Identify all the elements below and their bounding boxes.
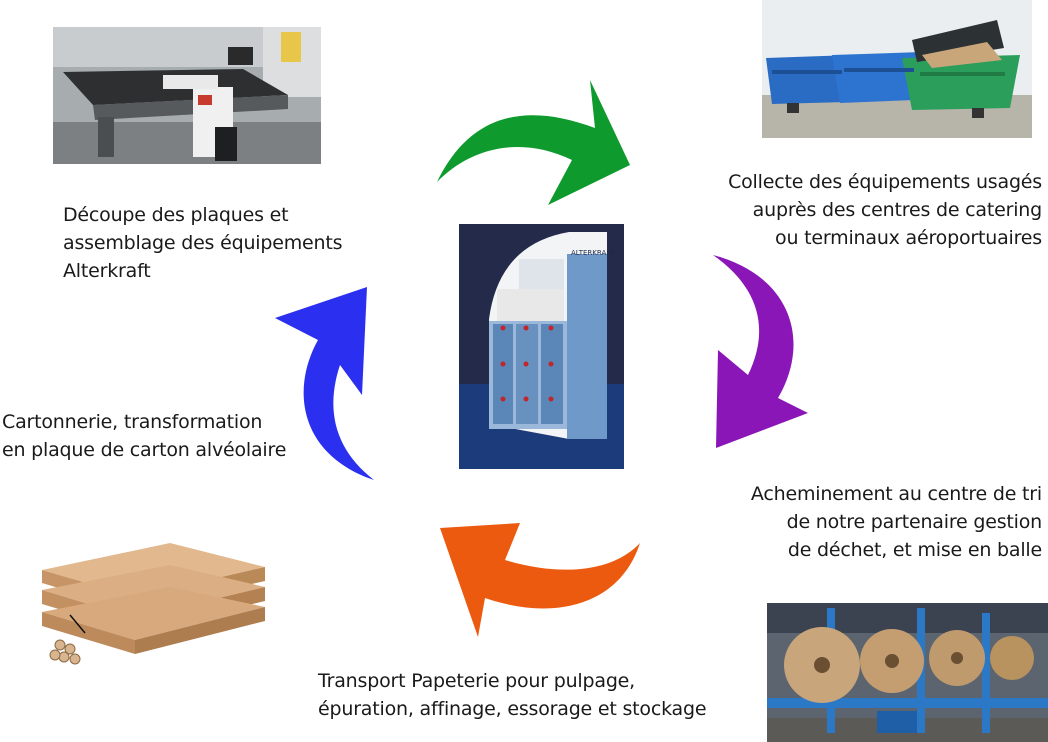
step-collecte-line-1: Collecte des équipements usagés — [728, 171, 1042, 193]
step-acheminement-line-2: de notre partenaire gestion — [786, 511, 1043, 533]
step-transport-line-2: épuration, affinage, essorage et stockag… — [318, 698, 707, 720]
step-cartonnerie-label: Cartonnerie, transformation en plaque de… — [2, 408, 286, 464]
step-decoupe-line-2: assemblage des équipements — [63, 232, 343, 254]
arrow-orange-shape — [440, 523, 640, 637]
step-collecte-line-3: ou terminaux aéroportuaires — [775, 227, 1042, 249]
step-acheminement-line-3: de déchet, et mise en balle — [787, 539, 1042, 561]
arrow-purple-shape — [713, 255, 808, 448]
cutting-machine-photo — [53, 27, 321, 164]
step-transport-line-1: Transport Papeterie pour pulpage, — [318, 670, 636, 692]
step-transport-label: Transport Papeterie pour pulpage, épurat… — [318, 667, 707, 723]
honeycomb-cardboard-photo — [30, 515, 280, 675]
arrow-green-shape — [437, 80, 630, 205]
step-acheminement-line-1: Acheminement au centre de tri — [750, 483, 1042, 505]
step-decoupe-line-3: Alterkraft — [63, 260, 151, 282]
step-collecte-label: Collecte des équipements usagés auprès d… — [728, 168, 1042, 252]
svg-text:ALTERKRAFT: ALTERKRAFT — [571, 249, 615, 257]
paper-rolls-photo — [767, 603, 1048, 742]
arrow-blue-shape — [275, 287, 374, 480]
step-cartonnerie-line-1: Cartonnerie, transformation — [2, 411, 263, 433]
step-cartonnerie-line-2: en plaque de carton alvéolaire — [2, 439, 287, 461]
step-collecte-line-2: auprès des centres de catering — [752, 199, 1043, 221]
alterkraft-cabinet-photo: ALTERKRAFT — [459, 224, 624, 469]
waste-containers-photo — [762, 0, 1032, 138]
step-decoupe-label: Découpe des plaques et assemblage des éq… — [63, 201, 343, 285]
step-decoupe-line-1: Découpe des plaques et — [63, 204, 289, 226]
step-acheminement-label: Acheminement au centre de tri de notre p… — [751, 480, 1042, 564]
